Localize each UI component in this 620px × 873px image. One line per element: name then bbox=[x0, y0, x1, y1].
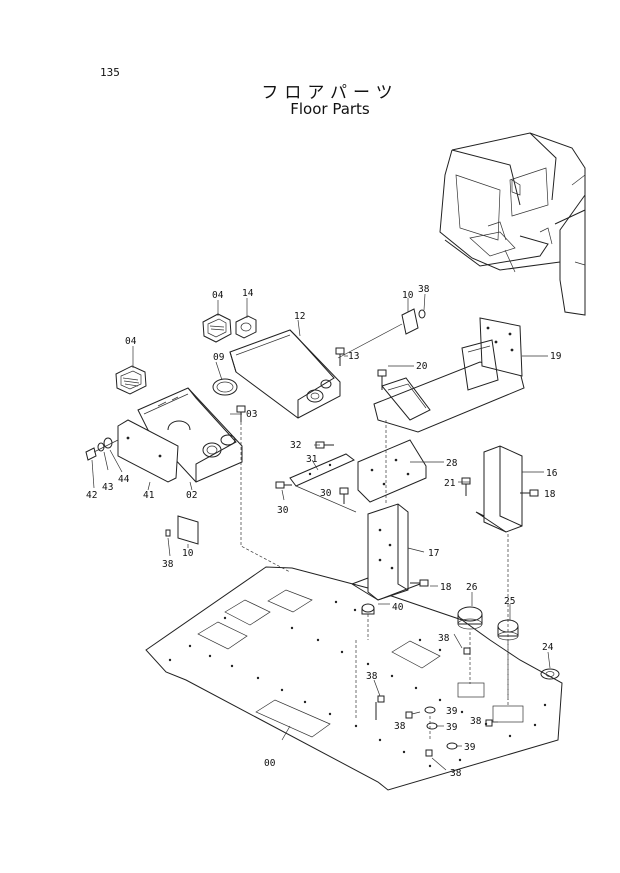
part-32-bolt bbox=[315, 441, 334, 449]
callout-32: 32 bbox=[290, 440, 301, 451]
callout-38-floor-right: 38 bbox=[470, 716, 482, 727]
callout-13: 13 bbox=[348, 351, 359, 362]
callout-40: 40 bbox=[392, 602, 404, 613]
part-03-bolt bbox=[236, 405, 291, 573]
cab-inset-illustration bbox=[439, 132, 586, 316]
callout-38-floor-left: 38 bbox=[366, 671, 378, 682]
callout-43: 43 bbox=[102, 482, 113, 493]
callout-10-lower: 10 bbox=[182, 548, 194, 559]
part-17-stand bbox=[351, 420, 421, 601]
callout-18-mid: 18 bbox=[440, 582, 452, 593]
part-19-cover-bracket bbox=[373, 317, 525, 433]
callout-38-upper: 38 bbox=[418, 284, 430, 295]
callout-00: 00 bbox=[264, 758, 276, 769]
callout-28: 28 bbox=[446, 458, 458, 469]
part-12-duct bbox=[229, 329, 341, 419]
part-30-bolts bbox=[275, 481, 349, 504]
callout-03: 03 bbox=[246, 409, 257, 420]
part-09-ring bbox=[212, 378, 238, 396]
callout-17: 17 bbox=[428, 548, 439, 559]
title-japanese: フロアパーツ bbox=[261, 83, 399, 103]
callout-30-left: 30 bbox=[277, 505, 289, 516]
callout-44: 44 bbox=[118, 474, 130, 485]
callout-38-mid: 38 bbox=[438, 633, 450, 644]
callout-19: 19 bbox=[550, 351, 562, 362]
part-41-bracket bbox=[117, 419, 179, 483]
part-26-rubber-pad bbox=[457, 606, 483, 684]
part-14-gasket bbox=[235, 315, 257, 339]
callout-25: 25 bbox=[504, 596, 515, 607]
callout-38-lower-left: 38 bbox=[162, 559, 174, 570]
part-10-upper-plate bbox=[337, 308, 426, 359]
part-04-left-connector bbox=[115, 365, 147, 395]
leader-lines bbox=[91, 293, 551, 771]
callout-39-c: 39 bbox=[464, 742, 476, 753]
callout-30-mid: 30 bbox=[320, 488, 332, 499]
callout-16: 16 bbox=[546, 468, 558, 479]
floor-plate-00 bbox=[145, 566, 563, 791]
floor-bolt-holes bbox=[168, 600, 547, 768]
part-10-lower-plate bbox=[165, 515, 199, 545]
callout-31: 31 bbox=[306, 454, 318, 465]
part-25-rubber-pad bbox=[497, 619, 519, 706]
callout-04-upper: 04 bbox=[212, 290, 224, 301]
callout-14: 14 bbox=[242, 288, 254, 299]
part-20-bolt bbox=[377, 369, 387, 390]
callout-41: 41 bbox=[143, 490, 155, 501]
callout-38-floor-mid: 38 bbox=[394, 721, 406, 732]
parts-42-43-44-fasteners bbox=[85, 437, 119, 461]
callout-42: 42 bbox=[86, 490, 97, 501]
part-21-bolt bbox=[461, 477, 471, 496]
callout-21: 21 bbox=[444, 478, 456, 489]
part-28-plate bbox=[357, 439, 427, 503]
callout-04-left: 04 bbox=[125, 336, 137, 347]
part-04-upper-connector bbox=[202, 313, 232, 343]
part-40-grommet bbox=[361, 603, 375, 640]
callout-39-a: 39 bbox=[446, 706, 458, 717]
callout-12: 12 bbox=[294, 311, 305, 322]
callout-09: 09 bbox=[213, 352, 225, 363]
callout-labels: 04 04 14 12 10 38 09 13 20 19 03 32 31 2… bbox=[86, 284, 562, 779]
callout-26: 26 bbox=[466, 582, 478, 593]
part-16-stand bbox=[475, 445, 523, 700]
part-13-bolt bbox=[335, 347, 345, 366]
callout-39-b: 39 bbox=[446, 722, 458, 733]
callout-20: 20 bbox=[416, 361, 428, 372]
part-24-grommet bbox=[540, 668, 560, 680]
callout-02: 02 bbox=[186, 490, 197, 501]
page-number: 135 bbox=[100, 66, 120, 79]
callout-18-right: 18 bbox=[544, 489, 556, 500]
callout-38-bottom: 38 bbox=[450, 768, 462, 779]
part-18-bolts bbox=[410, 489, 539, 587]
part-31-bar bbox=[289, 453, 357, 513]
floor-fasteners-38-39 bbox=[355, 640, 493, 757]
callout-24: 24 bbox=[542, 642, 554, 653]
callout-10-upper: 10 bbox=[402, 290, 414, 301]
title-english: Floor Parts bbox=[290, 100, 370, 118]
